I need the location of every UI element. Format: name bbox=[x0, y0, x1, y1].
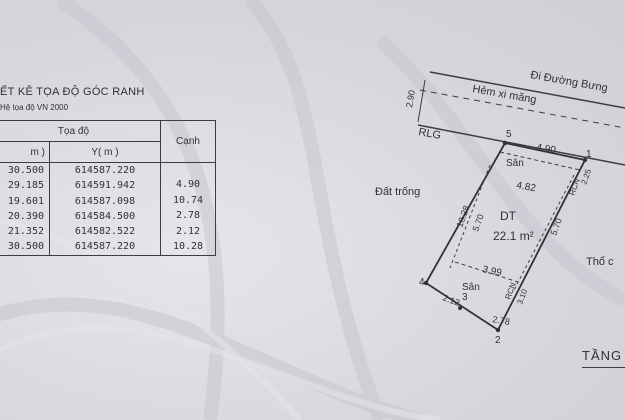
table-row: 30.500 614587.220 bbox=[0, 239, 216, 256]
setback-dimension: 2.25 bbox=[579, 167, 593, 185]
canh-value: 4.90 bbox=[175, 179, 201, 190]
cell-y: 614587.098 bbox=[49, 193, 161, 209]
table-title: ẾT KÊ TỌA ĐỘ GÓC RANH bbox=[0, 86, 145, 98]
road-width-marker bbox=[417, 79, 426, 123]
rcn-label: RCN bbox=[503, 281, 517, 301]
corner-point bbox=[582, 157, 588, 163]
inner-top-dimension: 4.82 bbox=[515, 180, 537, 194]
road-direction-label: Đi Đường Bưng bbox=[529, 69, 608, 94]
canh-column: 4.90 10.74 2.78 2.12 10.28 bbox=[160, 162, 216, 256]
cell-y: 614584.500 bbox=[49, 208, 161, 224]
area-label: DT bbox=[500, 209, 517, 223]
top-edge-dimension: 4.90 bbox=[535, 142, 557, 156]
yard-bottom-label: Sân bbox=[462, 282, 480, 293]
road-edge-top bbox=[429, 71, 625, 109]
area-value: 22.1 m² bbox=[493, 229, 534, 243]
left-segment-dimension: 2.12 bbox=[441, 292, 461, 307]
bottom-edge-dimension: 2.78 bbox=[492, 314, 511, 327]
coordinate-table: Tọa độ Cạnh m ) Y( m ) 30.500 614587.220… bbox=[0, 120, 216, 256]
canh-value: 2.12 bbox=[175, 225, 201, 237]
corner-point bbox=[458, 306, 462, 310]
canh-value: 2.78 bbox=[175, 210, 201, 221]
floor-label-underline bbox=[582, 367, 625, 368]
left-edge-dimension: 10.28 bbox=[454, 204, 471, 229]
header-y: Y( m ) bbox=[49, 141, 161, 163]
table-row: 19.601 614587.098 bbox=[0, 193, 216, 209]
point-label: 4 bbox=[419, 277, 425, 288]
table-row: 21.352 614582.522 bbox=[0, 223, 216, 240]
inner-line-right bbox=[513, 174, 575, 291]
cell-y: 614582.522 bbox=[49, 223, 161, 240]
point-label: 2 bbox=[495, 335, 501, 346]
table-row: 29.185 614591.942 bbox=[0, 178, 216, 194]
alg-label: RLG bbox=[417, 126, 441, 142]
point-label: 1 bbox=[586, 149, 592, 160]
table-row: 30.500 614587.220 4.90 10.74 2.78 2.12 1… bbox=[0, 162, 216, 256]
table-subtitle: Hệ tọa độ VN 2000 bbox=[0, 103, 69, 112]
table-row: 20.390 614584.500 bbox=[0, 208, 216, 224]
canh-value: 10.28 bbox=[172, 241, 204, 252]
corner-point bbox=[495, 327, 501, 333]
point-label: 3 bbox=[462, 292, 468, 303]
right-neighbor-label: Thổ c bbox=[586, 256, 614, 268]
cell-y: 614587.220 bbox=[49, 239, 161, 256]
road-label: Hẻm xi măng bbox=[471, 83, 537, 106]
floor-label: TẦNG bbox=[582, 348, 623, 363]
road-centerline bbox=[419, 89, 625, 129]
corner-point bbox=[423, 280, 429, 286]
point-label: 5 bbox=[506, 129, 512, 140]
left-inner-dimension: 5.70 bbox=[470, 213, 485, 233]
inner-line-left bbox=[449, 164, 491, 269]
yard-top-label: Sân bbox=[506, 158, 524, 169]
road-edge-bottom bbox=[417, 124, 625, 166]
header-canh: Cạnh bbox=[160, 120, 216, 163]
inner-bottom-dimension: 3.99 bbox=[481, 264, 503, 279]
corner-point bbox=[502, 140, 508, 146]
canh-value: 10.74 bbox=[172, 194, 204, 206]
left-neighbor-label: Đất trống bbox=[375, 186, 420, 198]
cell-y: 614591.942 bbox=[49, 178, 161, 194]
road-width-label: 2.90 bbox=[404, 89, 417, 108]
